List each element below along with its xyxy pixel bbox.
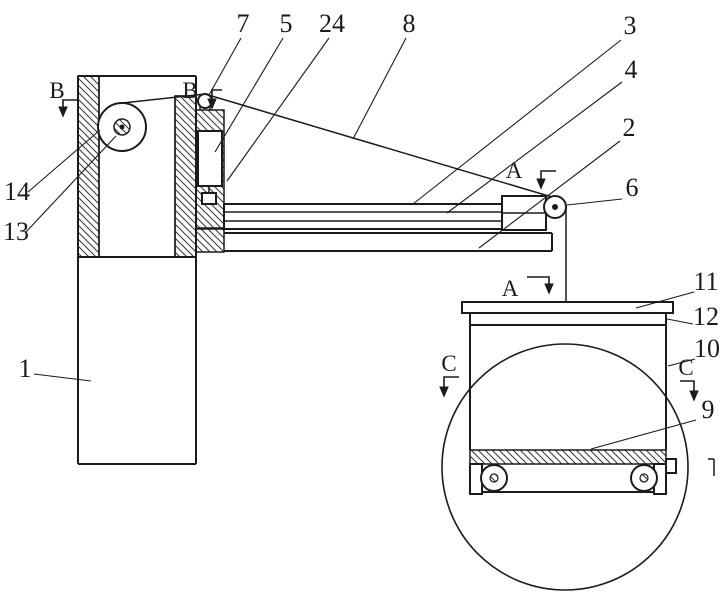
leader-9 — [590, 419, 697, 450]
label-13: 13 — [3, 135, 117, 246]
leader-1 — [33, 373, 92, 382]
label-12-text: 12 — [693, 302, 719, 331]
label-8-text: 8 — [403, 9, 416, 38]
leader-24 — [226, 37, 330, 182]
detail-circle — [441, 343, 689, 591]
latch-pin — [708, 458, 715, 476]
section-arrow-c-left — [439, 376, 459, 398]
section-label-b-right: B — [182, 78, 197, 103]
section-arrow-b-left — [58, 99, 77, 118]
lower-frame-anchor-hatch — [195, 228, 225, 253]
label-7: 7 — [208, 9, 250, 96]
guide-pulley — [197, 93, 213, 110]
label-12: 12 — [666, 302, 719, 331]
slider-block — [201, 192, 217, 205]
leader-4 — [446, 81, 623, 214]
label-1-text: 1 — [19, 354, 32, 383]
hanging-platform — [461, 301, 715, 495]
section-label-a-bottom: A — [502, 276, 519, 301]
label-14-text: 14 — [4, 177, 30, 206]
leader-12 — [666, 318, 694, 325]
part-labels: 7 5 24 8 3 4 2 6 — [3, 9, 720, 450]
platform-rim — [469, 312, 667, 326]
section-marks: B B A A C C — [49, 78, 699, 402]
conveyor-roller-right-hub — [639, 473, 649, 483]
label-24-text: 24 — [319, 9, 345, 38]
label-2-text: 2 — [623, 113, 636, 142]
label-14: 14 — [4, 129, 101, 206]
label-24: 24 — [226, 9, 345, 182]
label-8: 8 — [352, 9, 416, 140]
leader-6 — [566, 198, 623, 206]
label-9: 9 — [590, 395, 715, 450]
wire-rope — [121, 93, 567, 302]
drive-box — [197, 130, 223, 187]
section-label-b-left: B — [49, 78, 64, 103]
label-13-text: 13 — [3, 217, 29, 246]
label-1: 1 — [19, 354, 92, 383]
leader-5 — [214, 37, 284, 153]
label-11-text: 11 — [693, 267, 718, 296]
leader-13 — [25, 135, 117, 233]
leader-14 — [27, 129, 101, 193]
leader-11 — [635, 291, 695, 309]
end-pulley — [543, 195, 567, 219]
arm-inner-lines — [224, 211, 502, 222]
section-label-c-left: C — [441, 351, 456, 376]
label-6-text: 6 — [626, 173, 639, 202]
label-4: 4 — [446, 55, 638, 214]
column-left-wall-hatch — [77, 75, 100, 258]
platform-top-plate — [461, 301, 674, 314]
lower-frame — [224, 232, 553, 252]
leader-7 — [208, 37, 242, 96]
label-4-text: 4 — [625, 55, 638, 84]
label-6: 6 — [566, 173, 639, 206]
label-11: 11 — [635, 267, 719, 309]
label-5-text: 5 — [280, 9, 293, 38]
section-arrow-c-right — [680, 380, 699, 402]
platform-walls — [469, 325, 667, 450]
end-pulley-axle — [552, 204, 558, 210]
side-bracket — [665, 458, 677, 474]
pulley-axle — [119, 124, 125, 130]
mount-bracket — [195, 109, 225, 229]
column-right-wall-hatch — [174, 95, 197, 258]
arm-outer-lines — [224, 203, 502, 230]
leader-3 — [412, 39, 622, 205]
label-2: 2 — [478, 113, 636, 249]
label-3-text: 3 — [624, 11, 637, 40]
label-10: 10 — [667, 334, 720, 367]
section-label-a-top: A — [506, 158, 523, 183]
platform-deck-hatch — [469, 449, 667, 465]
label-5: 5 — [214, 9, 293, 153]
boom-arm — [195, 195, 553, 253]
top-pulley — [97, 102, 147, 152]
leader-10 — [667, 358, 696, 367]
conveyor-roller-left-hub — [489, 473, 499, 483]
label-7-text: 7 — [237, 9, 250, 38]
section-label-c-right: C — [678, 355, 693, 380]
label-9-text: 9 — [702, 395, 715, 424]
wire-rope-span — [121, 93, 553, 198]
section-arrow-a-top — [536, 170, 556, 190]
label-10-text: 10 — [694, 334, 720, 363]
leader-2 — [478, 140, 621, 249]
section-arrow-a-bottom — [527, 276, 554, 295]
leader-8 — [352, 37, 407, 140]
label-3: 3 — [412, 11, 637, 205]
